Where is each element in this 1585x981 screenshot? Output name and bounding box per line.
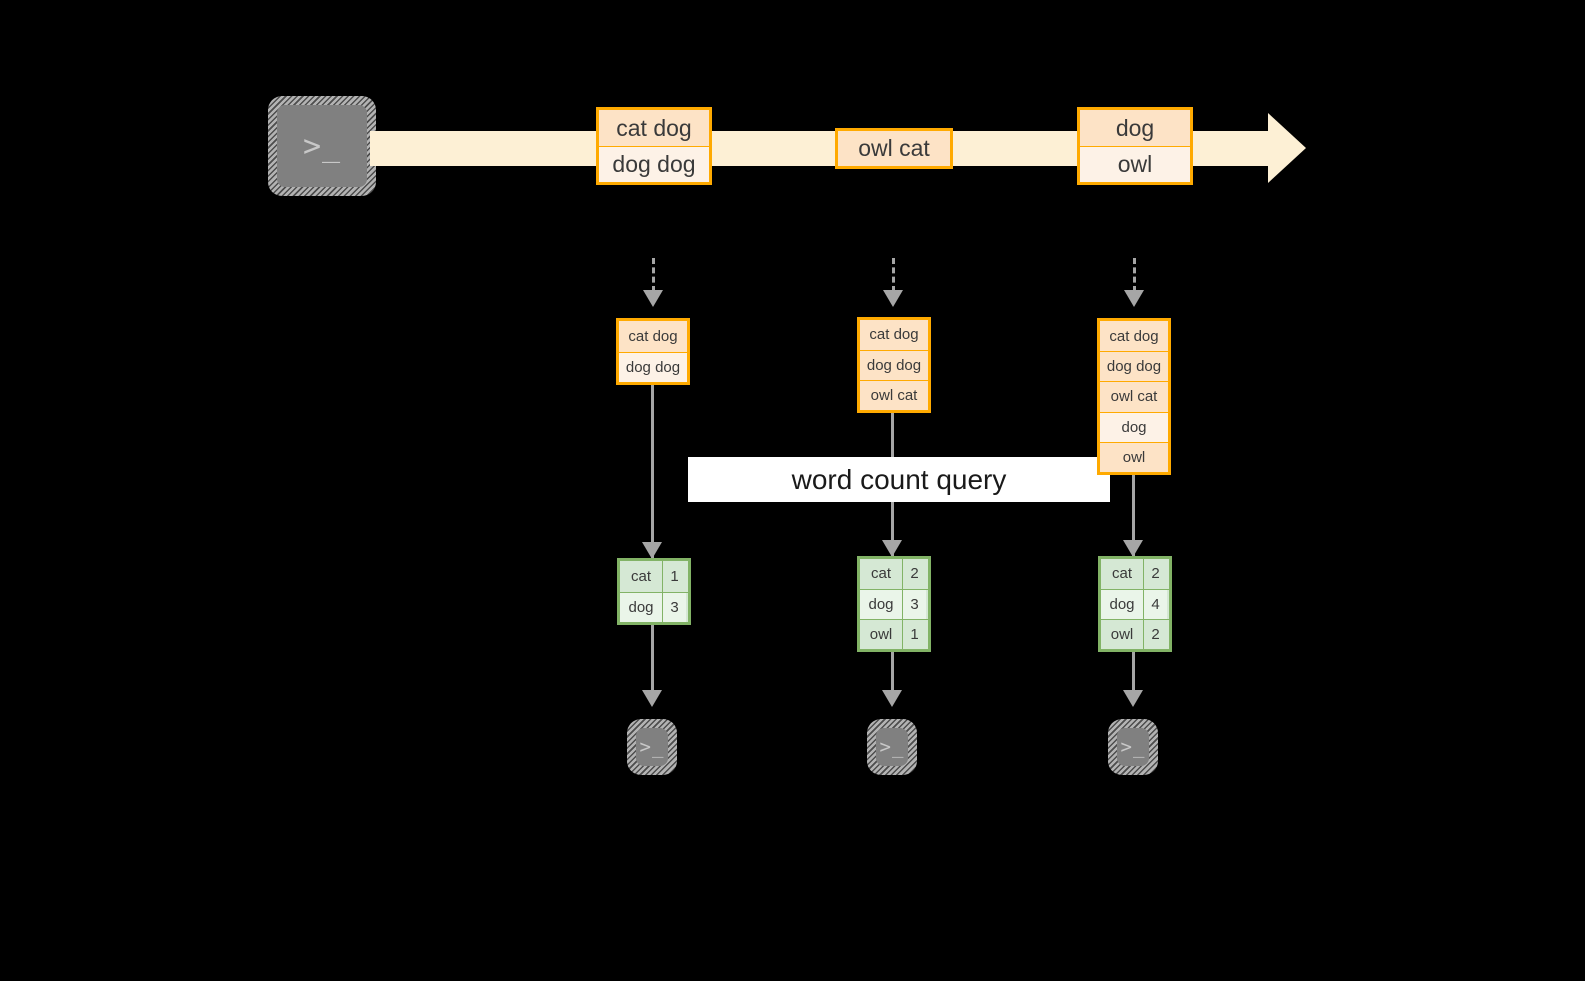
result-table-row: dog 4	[1101, 588, 1169, 619]
sink-connector-1	[651, 625, 654, 693]
result-word-cell: cat	[860, 559, 902, 589]
terminal-body	[277, 105, 367, 187]
result-count-cell: 2	[1143, 619, 1167, 649]
result-count-cell: 1	[662, 561, 686, 592]
input-table-row: dog	[1100, 411, 1168, 442]
result-count-cell: 3	[662, 592, 686, 622]
result-table-trigger-2[interactable]: cat 2 dog 3 owl 1	[857, 556, 931, 652]
input-table-row: dog dog	[860, 349, 928, 380]
stream-record-line: cat dog	[599, 110, 709, 146]
terminal-body	[636, 728, 668, 766]
input-table-row: cat dog	[619, 321, 687, 352]
sink-connector-2	[891, 652, 894, 694]
result-count-cell: 1	[902, 619, 926, 649]
stream-band-arrowhead	[1268, 113, 1306, 183]
terminal-prompt-glyph: >_	[302, 128, 342, 164]
result-count-cell: 4	[1143, 589, 1167, 619]
result-word-cell: cat	[620, 561, 662, 592]
arrowhead-icon	[882, 690, 902, 707]
result-count-cell: 2	[902, 559, 926, 589]
result-word-cell: owl	[860, 619, 902, 649]
result-table-row: cat 1	[620, 561, 688, 592]
stream-record-batch-2[interactable]: owl cat	[835, 128, 953, 169]
query-label-text: word count query	[791, 463, 1007, 495]
source-terminal-icon: >_	[268, 96, 376, 196]
stream-record-batch-1[interactable]: cat dog dog dog	[596, 107, 712, 185]
stream-record-line: owl cat	[838, 131, 950, 166]
trigger-connector-dashed-1	[652, 258, 655, 292]
input-table-trigger-2[interactable]: cat dog dog dog owl cat	[857, 317, 931, 413]
arrowhead-icon	[1123, 690, 1143, 707]
result-word-cell: dog	[860, 589, 902, 619]
result-table-row: owl 2	[1101, 618, 1169, 649]
arrowhead-icon	[1123, 540, 1143, 557]
result-word-cell: dog	[1101, 589, 1143, 619]
result-word-cell: owl	[1101, 619, 1143, 649]
arrowhead-icon	[882, 540, 902, 557]
result-table-row: cat 2	[1101, 559, 1169, 589]
sink-terminal-icon-2: >_	[867, 719, 917, 775]
input-table-row: cat dog	[1100, 321, 1168, 352]
result-word-cell: cat	[1101, 559, 1143, 589]
trigger-connector-dashed-2	[892, 258, 895, 292]
input-table-row: dog dog	[619, 351, 687, 382]
stream-record-line: dog dog	[599, 146, 709, 182]
arrowhead-icon	[643, 290, 663, 307]
result-table-row: dog 3	[860, 588, 928, 619]
arrowhead-icon	[1124, 290, 1144, 307]
arrowhead-icon	[642, 542, 662, 559]
result-table-row: cat 2	[860, 559, 928, 589]
result-word-cell: dog	[620, 592, 662, 622]
result-count-cell: 3	[902, 589, 926, 619]
input-table-row: cat dog	[860, 320, 928, 350]
input-table-trigger-1[interactable]: cat dog dog dog	[616, 318, 690, 385]
input-table-row: dog dog	[1100, 351, 1168, 382]
stream-record-line: dog	[1080, 110, 1190, 146]
query-connector-3	[1132, 475, 1135, 560]
input-table-row: owl	[1100, 441, 1168, 472]
trigger-connector-dashed-3	[1133, 258, 1136, 292]
result-table-row: owl 1	[860, 618, 928, 649]
terminal-prompt-glyph: >_	[879, 736, 905, 758]
terminal-prompt-glyph: >_	[639, 736, 665, 758]
terminal-body	[1117, 728, 1149, 766]
result-table-trigger-3[interactable]: cat 2 dog 4 owl 2	[1098, 556, 1172, 652]
result-table-trigger-1[interactable]: cat 1 dog 3	[617, 558, 691, 625]
stream-record-line: owl	[1080, 146, 1190, 182]
input-table-row: owl cat	[860, 379, 928, 410]
result-count-cell: 2	[1143, 559, 1167, 589]
sink-connector-3	[1132, 652, 1135, 694]
result-table-row: dog 3	[620, 591, 688, 622]
terminal-prompt-glyph: >_	[1120, 736, 1146, 758]
input-table-row: owl cat	[1100, 381, 1168, 412]
stream-record-batch-3[interactable]: dog owl	[1077, 107, 1193, 185]
sink-terminal-icon-1: >_	[627, 719, 677, 775]
input-table-trigger-3[interactable]: cat dog dog dog owl cat dog owl	[1097, 318, 1171, 475]
query-label-band: word count query	[688, 457, 1110, 502]
arrowhead-icon	[642, 690, 662, 707]
arrowhead-icon	[883, 290, 903, 307]
terminal-body	[876, 728, 908, 766]
sink-terminal-icon-3: >_	[1108, 719, 1158, 775]
query-connector-1	[651, 385, 654, 560]
